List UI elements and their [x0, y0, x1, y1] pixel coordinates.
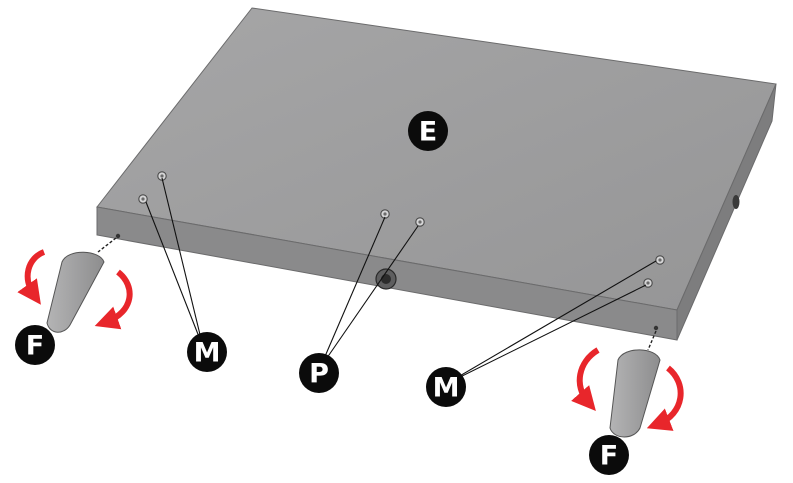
- screw-icon: [415, 217, 425, 227]
- label-badge-f-right: F: [589, 435, 629, 475]
- panel-e: [96, 7, 777, 341]
- label-badge-e: E: [408, 111, 448, 151]
- screw-icon: [380, 209, 390, 219]
- leader-line: [319, 225, 419, 369]
- rotate-counterclockwise-arrow-icon: [17, 249, 46, 305]
- foot-hole-left: [115, 233, 121, 239]
- label-badge-p: P: [299, 353, 339, 393]
- leader-lines: [145, 177, 657, 385]
- panel-side-face: [676, 83, 777, 341]
- leader-line: [145, 201, 204, 348]
- foot-right: [571, 347, 684, 438]
- foot-body: [46, 251, 105, 333]
- foot-guide-right: [647, 330, 657, 351]
- foot-left: [17, 249, 133, 333]
- label-m-text: M: [194, 338, 221, 369]
- leader-line: [445, 284, 647, 385]
- foot-body: [609, 349, 661, 438]
- rotate-clockwise-arrow-icon: [646, 365, 684, 431]
- label-e-text: E: [419, 117, 437, 148]
- foot-hole-right: [653, 325, 659, 331]
- label-badge-m-left: M: [187, 332, 227, 372]
- rotate-clockwise-arrow-icon: [94, 269, 133, 330]
- side-port-icon: [732, 195, 740, 209]
- rotate-counterclockwise-arrow-icon: [571, 347, 600, 412]
- label-f-text: F: [26, 331, 44, 362]
- leader-line: [319, 216, 386, 369]
- label-badge-f-left: F: [15, 325, 55, 365]
- foot-guide-left: [97, 237, 117, 253]
- label-f-text: F: [600, 441, 618, 472]
- label-badge-m-right: M: [426, 367, 466, 407]
- leader-line: [445, 260, 657, 385]
- screw-icon: [138, 194, 148, 204]
- label-m-text: M: [433, 373, 460, 404]
- center-knob-icon: [375, 268, 397, 290]
- leader-line: [161, 177, 204, 348]
- label-p-text: P: [309, 359, 329, 390]
- panel-top-face: [96, 7, 777, 311]
- screw-icon: [655, 255, 665, 265]
